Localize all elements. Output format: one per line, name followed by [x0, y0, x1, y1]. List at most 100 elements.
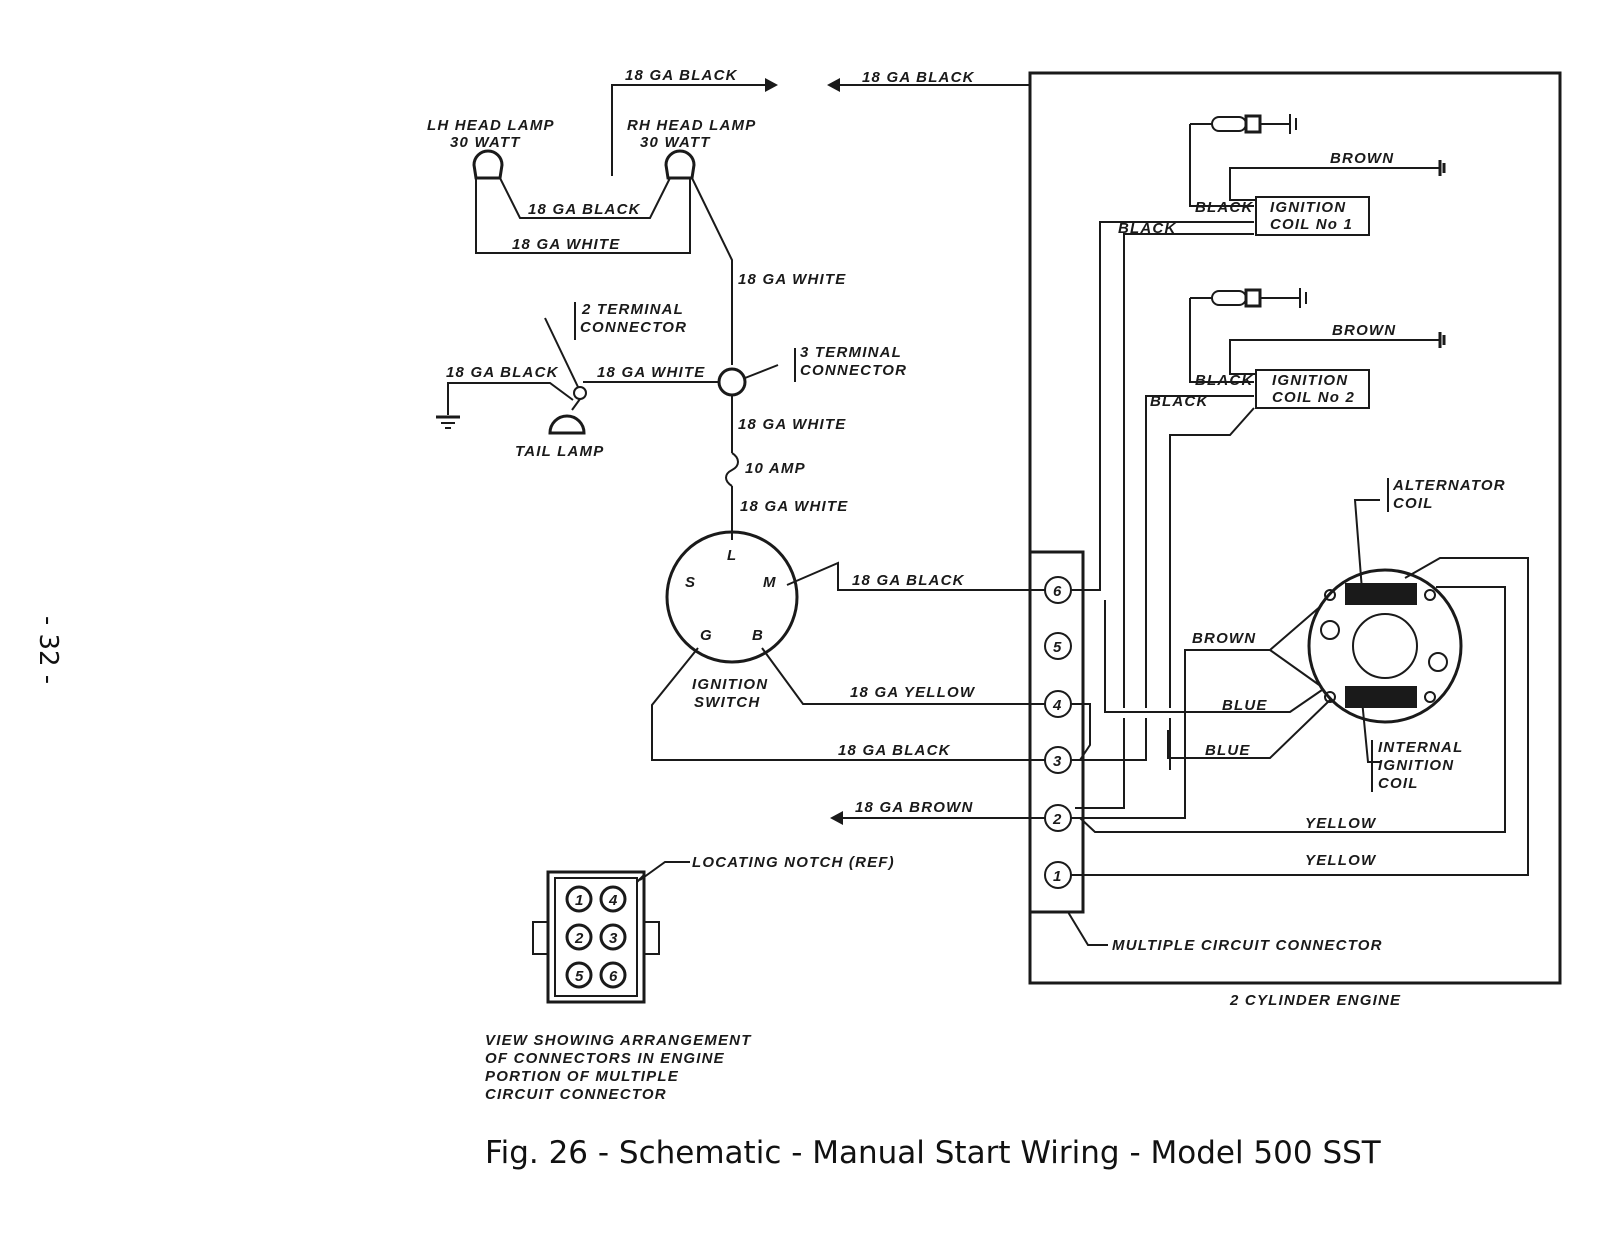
engine-label: 2 CYLINDER ENGINE	[1229, 992, 1401, 1009]
blue-1-label: BLUE	[1222, 697, 1268, 714]
ground-symbol	[436, 415, 460, 429]
connector-pin-3-label: 3	[1053, 753, 1062, 770]
alternator-coil-label-1: ALTERNATOR	[1392, 477, 1506, 494]
switch-m-label: M	[763, 574, 776, 591]
switch-l-label: L	[727, 547, 736, 564]
top-black-right-label: 18 GA BLACK	[862, 69, 975, 86]
connector-pin-2: 2	[1044, 804, 1072, 832]
wire-g-black	[651, 647, 1045, 761]
ignition-coil-2	[1255, 369, 1370, 409]
connector-pin-6-label: 6	[1053, 583, 1062, 600]
wire-m-black-label: 18 GA BLACK	[852, 572, 965, 589]
lamp-black-wire	[499, 177, 671, 219]
coil-2-black-wire-a	[1071, 395, 1254, 761]
blue-2-wire	[1167, 699, 1331, 759]
connector-pin-3: 3	[1044, 746, 1072, 774]
connector-detail: 1 4 2 3 5 6	[532, 870, 660, 1004]
top-black-left-label: 18 GA BLACK	[625, 67, 738, 84]
coil-2-label-1: IGNITION	[1272, 372, 1348, 389]
three-terminal-leader	[744, 364, 779, 379]
detail-pin-2: 2	[574, 930, 584, 947]
tail-black-label: 18 GA BLACK	[446, 364, 559, 381]
engine-outline	[1028, 71, 1562, 985]
ignition-switch: L S M G B IGNITION SWITCH	[665, 530, 799, 711]
internal-coil-leader	[1361, 699, 1380, 763]
detail-pin-5: 5	[575, 968, 584, 985]
blue-2-label: BLUE	[1205, 742, 1251, 759]
coil-2-brown-wire	[1229, 339, 1440, 375]
three-terminal-label-2: CONNECTOR	[800, 362, 907, 379]
black-1b-label: BLACK	[1118, 220, 1177, 237]
ignition-coil-1	[1255, 196, 1370, 236]
yellow-1-wire	[1079, 586, 1506, 833]
detail-pin-4: 4	[608, 892, 618, 909]
connector-pin-4: 4	[1044, 690, 1072, 718]
top-black-wire-left	[611, 84, 765, 176]
page-number: - 32 -	[33, 616, 63, 684]
wire-brown-label: 18 GA BROWN	[855, 799, 974, 816]
brown-arrow	[830, 811, 843, 825]
switch-s-label: S	[685, 574, 695, 591]
two-terminal-label-2: CONNECTOR	[580, 319, 687, 336]
internal-coil-label-2: IGNITION	[1378, 757, 1454, 774]
white-1-label: 18 GA WHITE	[738, 271, 847, 288]
locating-notch-leader	[639, 861, 690, 881]
connector-pin-5-label: 5	[1053, 639, 1062, 656]
stator-brown-label: BROWN	[1192, 630, 1256, 647]
tail-lamp: TAIL LAMP	[515, 398, 603, 460]
internal-coil-label-3: COIL	[1378, 775, 1419, 792]
connector-pin-1: 1	[1044, 861, 1072, 889]
brown-2-ground	[1438, 332, 1446, 348]
view-note-line-3: PORTION OF MULTIPLE	[485, 1068, 679, 1085]
blue-1-wire	[1104, 600, 1323, 713]
coil-1-label-1: IGNITION	[1270, 199, 1346, 216]
two-terminal-leader	[544, 317, 579, 388]
detail-pin-6: 6	[609, 968, 618, 985]
connector-pin-5: 5	[1044, 632, 1072, 660]
lamp-white-label: 18 GA WHITE	[512, 236, 621, 253]
lh-head-lamp-label-1: LH HEAD LAMP	[427, 117, 555, 134]
stator-brown-wire-2	[1269, 649, 1323, 688]
white-3-label: 18 GA WHITE	[740, 498, 849, 515]
detail-pin-3: 3	[609, 930, 618, 947]
view-note-line-4: CIRCUIT CONNECTOR	[485, 1086, 667, 1103]
black-2b-label: BLACK	[1150, 393, 1209, 410]
detail-pin-1: 1	[575, 892, 583, 909]
spark-plug-1	[1190, 114, 1297, 134]
coil-1-brown-wire	[1229, 167, 1440, 201]
lamp-white-wire	[475, 178, 691, 254]
brown-2-label: BROWN	[1332, 322, 1396, 339]
rh-head-lamp-label-2: 30 WATT	[640, 134, 711, 151]
lh-head-lamp: LH HEAD LAMP 30 WATT	[427, 117, 555, 180]
connector-pin-4-label: 4	[1052, 697, 1062, 714]
multiple-circuit-connector-label: MULTIPLE CIRCUIT CONNECTOR	[1112, 937, 1383, 954]
pin-4-jumper	[1071, 703, 1091, 761]
brown-1-ground	[1438, 160, 1446, 176]
wire-g-black-label: 18 GA BLACK	[838, 742, 951, 759]
tail-black-wire	[447, 382, 574, 415]
stator-assembly	[1307, 568, 1463, 724]
tail-white-label: 18 GA WHITE	[597, 364, 706, 381]
rh-white-wire	[691, 177, 733, 365]
spark-plug-2	[1190, 288, 1307, 308]
three-terminal-connector	[717, 367, 747, 397]
view-note-line-1: VIEW SHOWING ARRANGEMENT	[485, 1032, 752, 1049]
black-2a-label: BLACK	[1195, 372, 1254, 389]
switch-b-label: B	[752, 627, 763, 644]
connector-pin-1-label: 1	[1053, 868, 1061, 885]
yellow-2-label: YELLOW	[1305, 852, 1377, 869]
rh-head-lamp: RH HEAD LAMP 30 WATT	[627, 117, 755, 180]
three-terminal-label-1: 3 TERMINAL	[800, 344, 902, 361]
wire-b-yellow-label: 18 GA YELLOW	[850, 684, 976, 701]
alternator-coil-label-2: COIL	[1393, 495, 1434, 512]
coil-1-label-2: COIL No 1	[1270, 216, 1353, 233]
multiple-circuit-connector	[1028, 550, 1085, 914]
ignition-switch-label-2: SWITCH	[694, 694, 760, 711]
white-2-label: 18 GA WHITE	[738, 416, 847, 433]
yellow-2-wire	[1071, 557, 1529, 876]
wire-b-yellow	[761, 647, 1045, 705]
figure-caption: Fig. 26 - Schematic - Manual Start Wirin…	[485, 1135, 1382, 1171]
connector-leader	[1067, 911, 1108, 946]
connector-pin-6: 6	[1044, 576, 1072, 604]
fuse-symbol	[725, 452, 739, 487]
